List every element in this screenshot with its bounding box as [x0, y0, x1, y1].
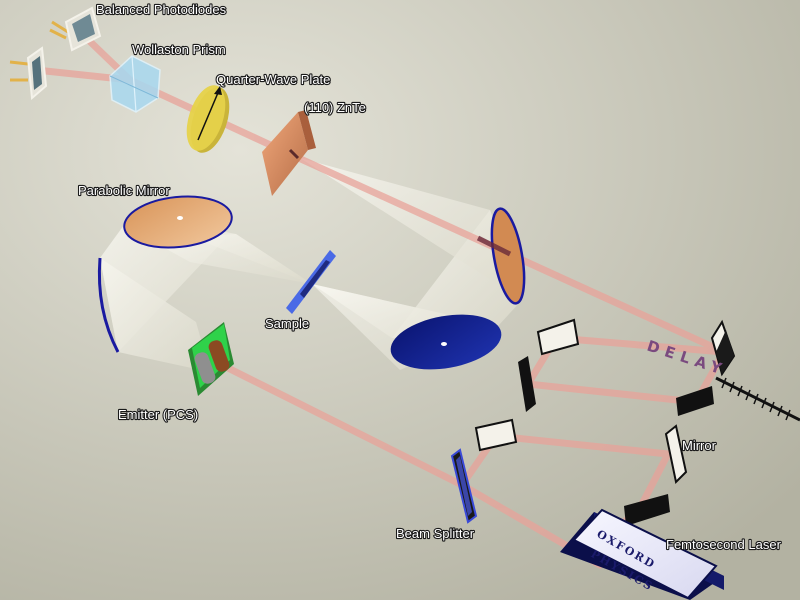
label-znte-crystal: (110) ZnTe — [304, 100, 366, 115]
mirror-left-vertical — [97, 257, 120, 353]
probe-mirror-right — [664, 424, 688, 485]
parabolic-mirror-lower — [390, 314, 502, 370]
delay-mirror-top-left — [536, 318, 580, 356]
delay-rail — [715, 376, 800, 422]
znte-crystal — [262, 110, 316, 196]
sample — [286, 250, 336, 314]
beam-splitter — [450, 448, 478, 524]
label-balanced-photodiodes: Balanced Photodiodes — [96, 2, 227, 17]
wave-plate-axis-arrow — [197, 87, 221, 141]
quarter-wave-plate — [186, 85, 230, 153]
label-mirror: Mirror — [682, 438, 717, 453]
label-femtosecond-laser: Femtosecond Laser — [666, 537, 782, 552]
label-parabolic-mirror: Parabolic Mirror — [78, 183, 170, 198]
parabolic-mirror-left — [123, 195, 233, 249]
balanced-photodiodes — [9, 6, 102, 101]
probe-mirror-upper — [474, 418, 518, 452]
photodiode-lower — [9, 46, 48, 101]
label-beam-splitter: Beam Splitter — [396, 526, 475, 541]
parabolic-mirror-right — [476, 207, 526, 305]
label-wollaston-prism: Wollaston Prism — [132, 42, 226, 57]
femtosecond-laser: OXFORD PHYSICS — [560, 508, 724, 600]
delay-mirror-right-angled — [710, 319, 736, 377]
label-quarter-wave-plate: Quarter-Wave Plate — [216, 72, 330, 87]
delay-mirror-left-black — [518, 356, 536, 412]
label-emitter: Emitter (PCS) — [118, 407, 198, 422]
photodiode-upper — [49, 6, 102, 52]
delay-mirror-right-black — [676, 386, 714, 416]
probe-mirror-black — [624, 494, 670, 526]
wollaston-prism — [109, 55, 161, 113]
label-sample: Sample — [265, 316, 309, 331]
emitter-pcs — [188, 322, 234, 396]
